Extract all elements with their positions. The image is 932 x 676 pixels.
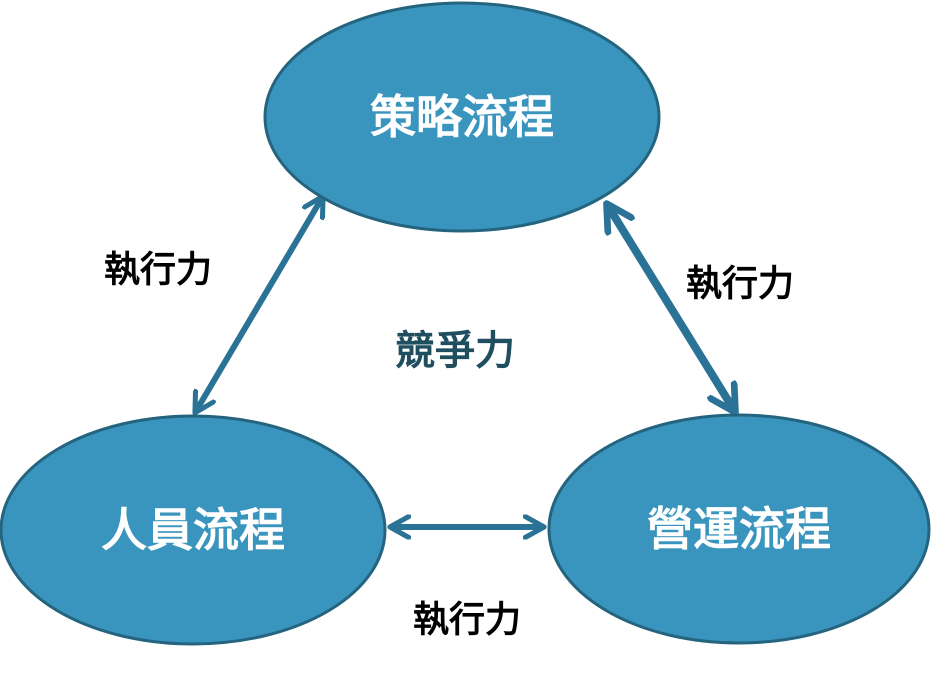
node-strategy: 策略流程 [263, 1, 661, 233]
node-strategy-label: 策略流程 [370, 90, 554, 144]
edge-label-people-operations: 執行力 [413, 600, 521, 641]
edge-label-strategy-operations: 執行力 [686, 264, 794, 305]
node-strategy-shape [263, 1, 661, 233]
node-operations-shape [547, 413, 931, 645]
edge-label-people-strategy: 執行力 [104, 250, 212, 291]
node-people-shape [0, 414, 387, 646]
node-people: 人員流程 [0, 414, 387, 646]
center-label: 競爭力 [395, 328, 515, 374]
node-operations-label: 營運流程 [647, 502, 831, 556]
arrow-strategy-operations [608, 206, 734, 410]
node-operations: 營運流程 [547, 413, 931, 645]
node-people-label: 人員流程 [101, 503, 285, 557]
arrow-people-strategy [196, 198, 322, 411]
